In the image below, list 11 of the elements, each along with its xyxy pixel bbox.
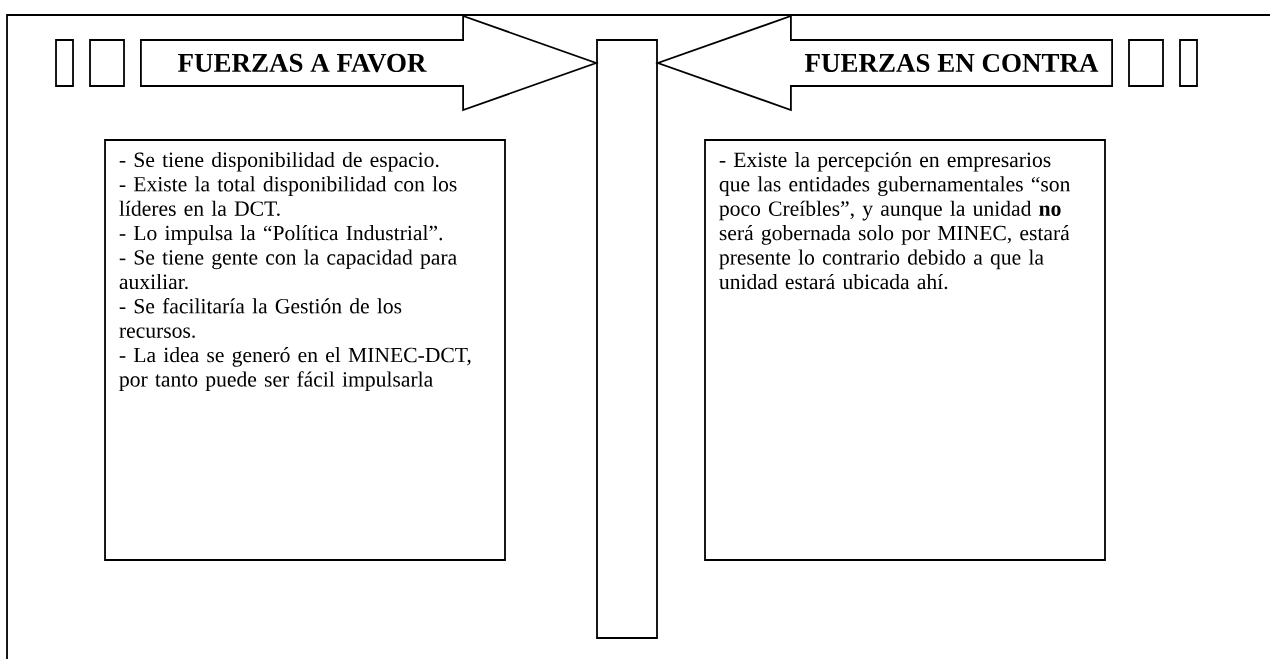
block-arrow xyxy=(655,14,1113,112)
text-box: - Se tiene disponibilidad de espacio. - Existe la total disponibilidad con los líderes en la DCT. - Lo impulsa la “Política Industrial”. - Se tiene gente con la capacidad para auxiliar. - Se facilitaría la Gestión de los recursos. - La idea se generó en el MINEC-DCT, por tanto puede ser fácil impulsarla xyxy=(104,139,506,561)
empty-box xyxy=(89,39,125,87)
edge-label: FUERZAS A FAVOR xyxy=(178,53,427,73)
empty-box xyxy=(55,39,74,87)
block-arrow xyxy=(140,14,599,112)
empty-box xyxy=(1128,39,1164,87)
vertical-bar xyxy=(596,39,658,639)
text-box: - Existe la percepción en empresarios que las entidades gubernamentales “son poco Creíbles”, y aunque la unidad no será gobernada solo por MINEC, estará presente lo contrario debido a que la unidad estará ubicada ahí. xyxy=(704,139,1106,561)
edge-label: FUERZAS EN CONTRA xyxy=(804,53,1099,73)
empty-box xyxy=(1179,39,1198,87)
